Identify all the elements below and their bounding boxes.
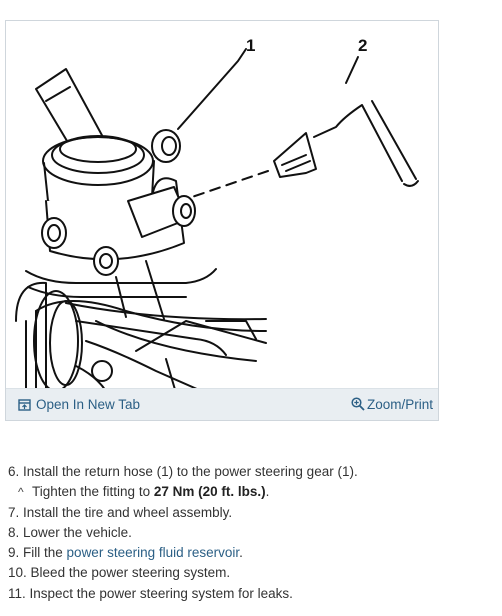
magnifier-plus-icon: [351, 397, 365, 414]
step-6-substep: ^ Tighten the fitting to 27 Nm (20 ft. lb…: [8, 482, 358, 502]
step-text-end: .: [239, 545, 243, 561]
zoom-print-link[interactable]: Zoom/Print: [351, 397, 433, 414]
step-text: Install the tire and wheel assembly.: [23, 504, 233, 520]
open-in-new-tab-icon: [18, 399, 31, 414]
step-number: 9.: [8, 545, 20, 561]
substep-text: Tighten the fitting to: [32, 484, 154, 500]
substep-end: .: [265, 484, 270, 500]
procedure-steps: 6. Install the return hose (1) to the po…: [8, 462, 358, 604]
step-text: Lower the vehicle.: [23, 524, 132, 540]
step-number: 7.: [8, 504, 20, 520]
step-number: 11.: [8, 585, 26, 601]
step-number: 6.: [8, 464, 20, 479]
fluid-reservoir-link[interactable]: power steering fluid reservoir: [66, 545, 240, 561]
step-6: 6. Install the return hose (1) to the po…: [8, 462, 358, 482]
open-in-new-tab-link[interactable]: Open In New Tab: [18, 397, 140, 414]
step-text: Bleed the power steering system.: [30, 565, 231, 581]
step-text: Inspect the power steering system for le…: [29, 585, 293, 601]
caret-icon: ^: [18, 485, 24, 500]
figure-card: 1 2 Open In New Tab Zoom/Print: [5, 20, 439, 421]
step-9: 9. Fill the power steering fluid reservo…: [8, 543, 358, 563]
power-steering-gear-diagram: 1 2: [15, 36, 419, 394]
step-7: 7. Install the tire and wheel assembly.: [8, 503, 358, 523]
step-number: 10.: [8, 565, 27, 581]
step-11: 11. Inspect the power steering system fo…: [8, 584, 358, 604]
callout-1: 1: [246, 36, 255, 55]
callout-2: 2: [358, 36, 367, 55]
torque-spec: 27 Nm (20 ft. lbs.): [153, 484, 266, 500]
step-8: 8. Lower the vehicle.: [8, 523, 358, 543]
step-number: 8.: [8, 524, 20, 540]
open-in-new-tab-label: Open In New Tab: [36, 397, 141, 412]
zoom-print-label: Zoom/Print: [366, 397, 433, 412]
step-text: Install the return hose (1) to the power…: [23, 464, 358, 479]
step-10: 10. Bleed the power steering system.: [8, 563, 358, 583]
figure-footer: Open In New Tab Zoom/Print: [6, 388, 438, 420]
step-text: Fill the: [23, 545, 67, 561]
